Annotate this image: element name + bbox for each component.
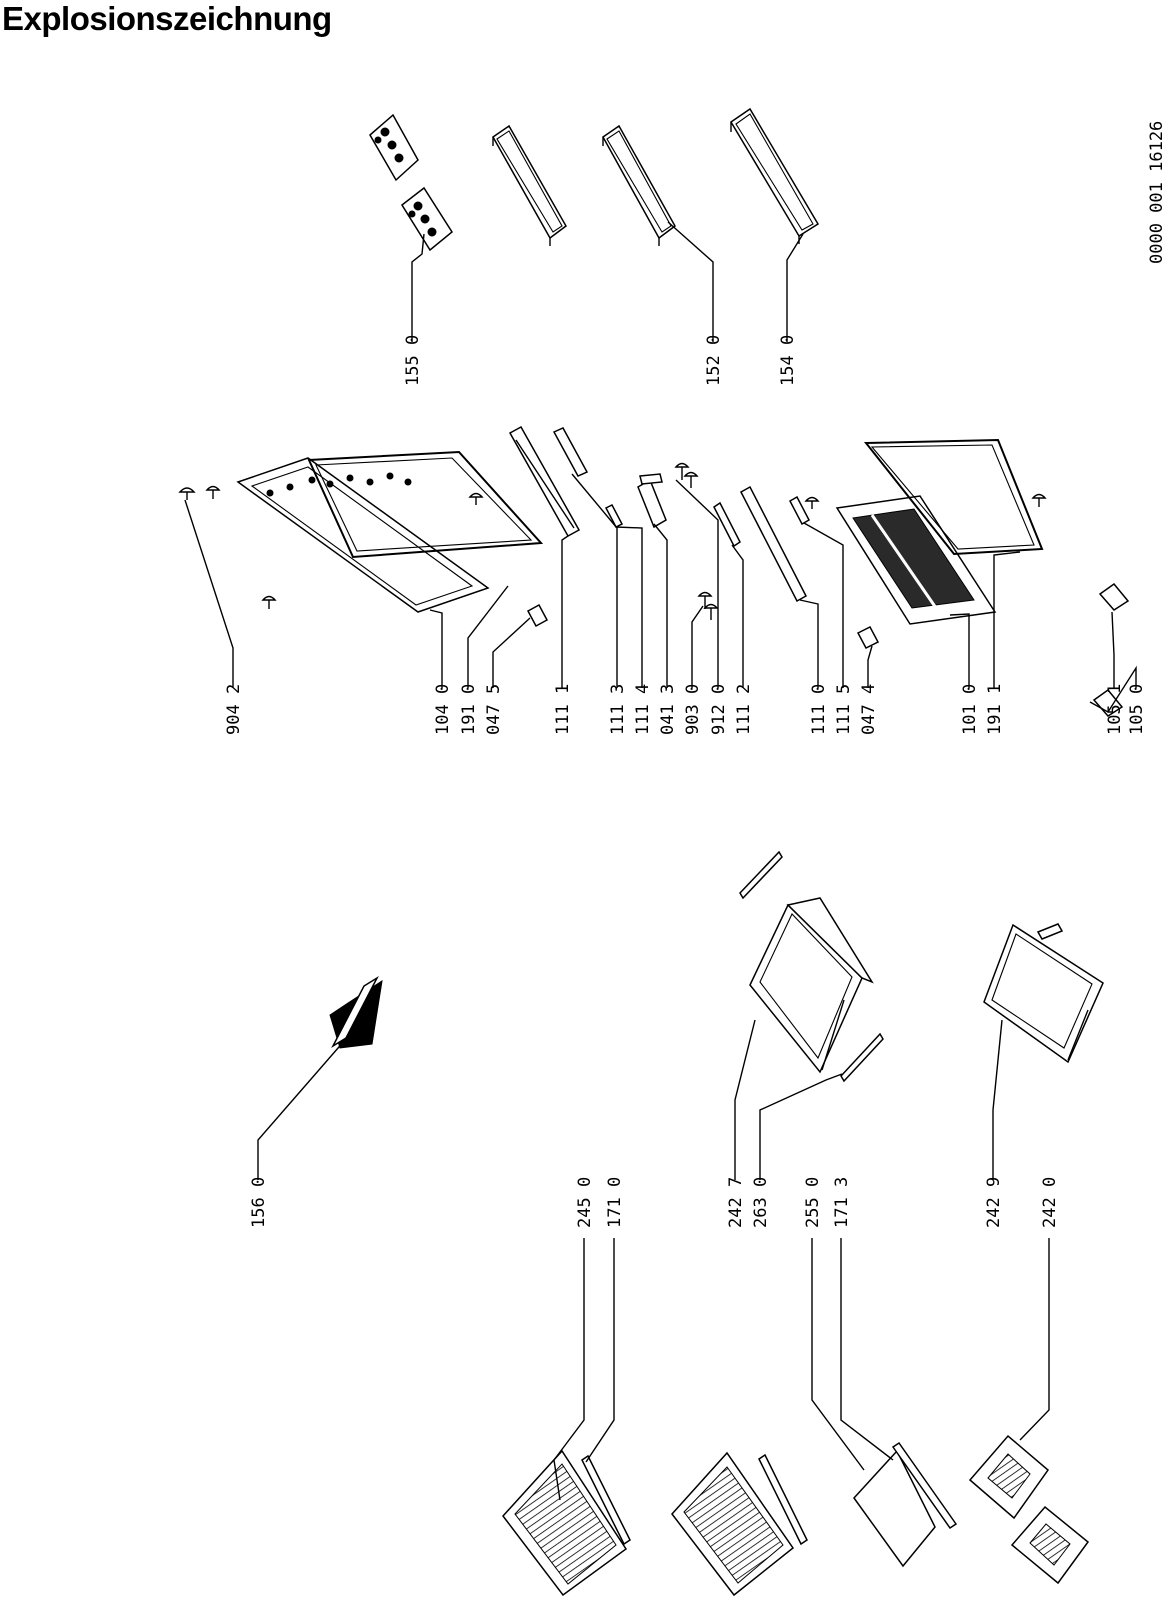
screw-111-5 xyxy=(804,496,820,509)
page-title: Explosionszeichnung xyxy=(2,0,332,37)
glass-shelf-255 xyxy=(853,1449,936,1568)
door-gasket-191 xyxy=(307,450,544,559)
door-101 xyxy=(835,495,997,625)
door-shelf-154 xyxy=(729,107,820,244)
handle-rail-111-1 xyxy=(508,425,581,538)
part-label-111-2: 111 2 xyxy=(734,684,754,735)
part-label-152-0: 152 0 xyxy=(704,335,724,386)
part-label-111-3: 111 3 xyxy=(608,684,628,735)
part-label-101-0: 101 0 xyxy=(960,684,980,735)
part-label-111-5: 111 5 xyxy=(834,684,854,735)
part-label-912-0: 912 0 xyxy=(709,684,729,735)
part-label-105-1: 105 1 xyxy=(1105,684,1125,735)
egg-tray-lower xyxy=(401,186,453,252)
part-label-155-0: 155 0 xyxy=(403,335,423,386)
part-label-105-0: 105 0 xyxy=(1127,684,1147,735)
door-shelf-left xyxy=(492,124,567,246)
screw-903 xyxy=(674,462,719,620)
small-drawer-a xyxy=(968,1434,1050,1520)
part-label-242-9: 242 9 xyxy=(984,1177,1004,1228)
part-label-104-0: 104 0 xyxy=(433,684,453,735)
door-shelf-152 xyxy=(602,124,676,246)
handle-111-3 xyxy=(552,427,589,477)
slide-263-upper xyxy=(739,850,783,900)
foot-105-0 xyxy=(1092,688,1124,717)
drawer-242-7 xyxy=(749,897,874,1074)
slide-263-lower xyxy=(840,1032,884,1083)
part-label-171-0: 171 0 xyxy=(605,1177,625,1228)
gasket-191-1 xyxy=(863,438,1044,556)
egg-tray-upper xyxy=(369,113,419,182)
part-label-156-0: 156 0 xyxy=(249,1177,269,1228)
part-label-047-5: 047 5 xyxy=(484,684,504,735)
small-drawer-b xyxy=(1010,1505,1090,1585)
part-label-111-1: 111 1 xyxy=(553,684,573,735)
part-label-041-3: 041 3 xyxy=(658,684,678,735)
foot-105-1 xyxy=(1098,582,1130,611)
block-047-4 xyxy=(856,626,880,649)
part-label-242-0: 242 0 xyxy=(1040,1177,1060,1228)
part-label-111-4: 111 4 xyxy=(633,684,653,735)
part-label-171-3: 171 3 xyxy=(832,1177,852,1228)
drawing-code: 0000 001 16126 xyxy=(1147,121,1167,264)
wire-shelf-lower xyxy=(671,1451,795,1597)
block-047-5 xyxy=(526,603,549,628)
pin-912 xyxy=(713,501,741,548)
part-label-904-2: 904 2 xyxy=(224,684,244,735)
shelf-strip-171-0 xyxy=(581,1454,631,1546)
part-label-047-4: 047 4 xyxy=(859,684,879,735)
part-label-111-0: 111 0 xyxy=(809,684,829,735)
part-label-154-0: 154 0 xyxy=(778,335,798,386)
part-label-242-7: 242 7 xyxy=(726,1177,746,1228)
ice-tray-156 xyxy=(329,975,383,1049)
part-label-903-0: 903 0 xyxy=(683,684,703,735)
part-label-191-1: 191 1 xyxy=(985,684,1005,735)
wire-shelf-245 xyxy=(502,1449,628,1597)
part-label-245-0: 245 0 xyxy=(575,1177,595,1228)
shelf-strip-lower xyxy=(758,1453,808,1546)
part-label-191-0: 191 0 xyxy=(459,684,479,735)
drawer-242-9 xyxy=(983,923,1104,1064)
hinge-041-3 xyxy=(637,473,667,529)
screws-904 xyxy=(178,485,484,609)
part-label-255-0: 255 0 xyxy=(803,1177,823,1228)
strip-111-4 xyxy=(604,504,624,528)
strip-111-0 xyxy=(789,495,810,526)
shelf-strip-171-3 xyxy=(891,1441,958,1530)
leader-lines xyxy=(184,221,1137,1501)
screw-door-101 xyxy=(1031,493,1047,507)
door-frame-104 xyxy=(236,457,490,613)
part-label-263-0: 263 0 xyxy=(751,1177,771,1228)
rail-111-2 xyxy=(740,485,807,603)
